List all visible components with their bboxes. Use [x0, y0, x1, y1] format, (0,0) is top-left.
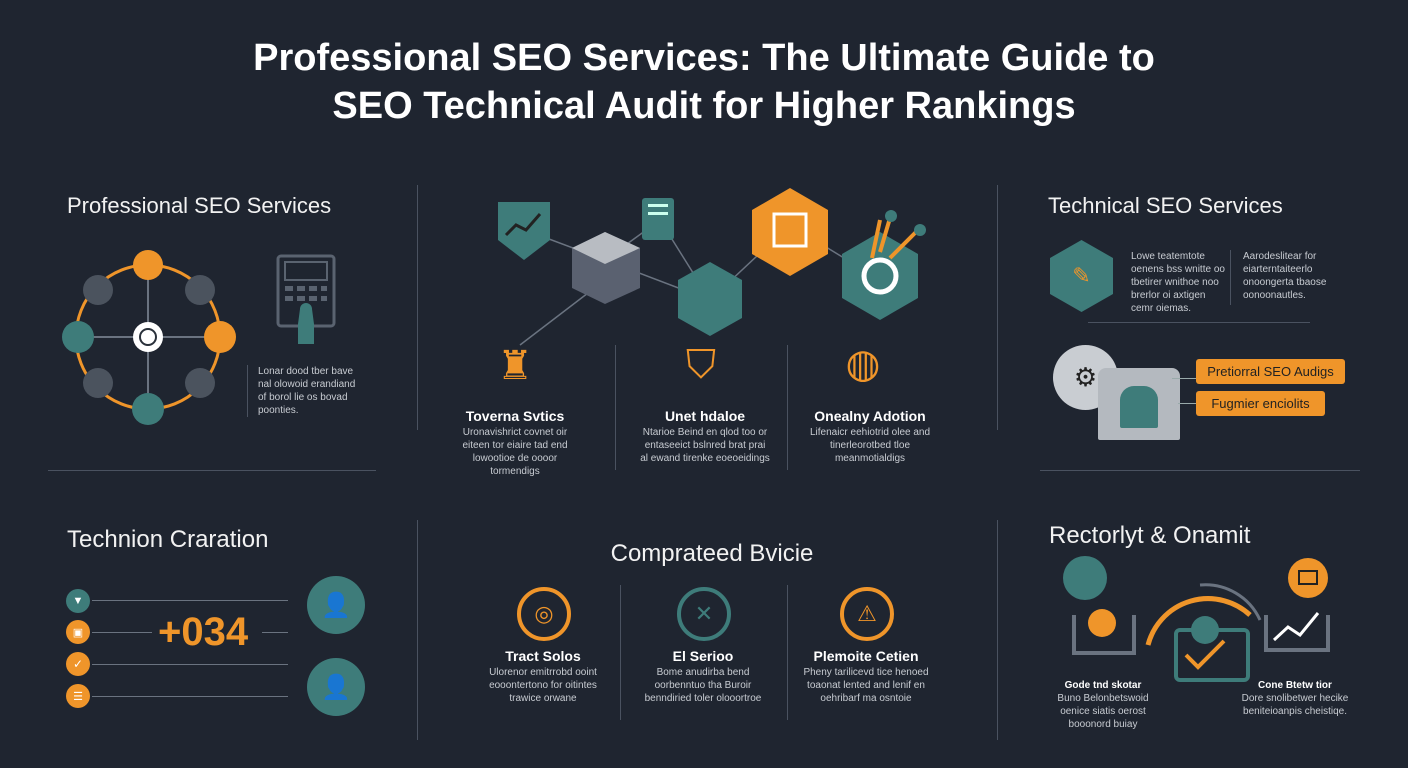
shield-icon: ⛉ — [686, 343, 716, 387]
list-icon: ☰ — [66, 684, 90, 708]
divider — [787, 585, 788, 720]
column-title: Toverna Svtics — [465, 408, 565, 424]
section-heading: Rectorlyt & Onamit — [1049, 522, 1251, 549]
globe-icon: ◍ — [845, 342, 881, 386]
column-text: Lifenaicr eehiotrid olee and tinerleorot… — [809, 427, 931, 464]
title-line-1: Professional SEO Services: The Ultimate … — [253, 37, 1155, 79]
divider — [417, 520, 418, 740]
target-icon: ◎ — [517, 587, 571, 641]
step-text: Dore snolibetwer hecike beniteioanpis ch… — [1241, 693, 1349, 717]
title-line-2: SEO Technical Audit for Higher Rankings — [332, 85, 1076, 127]
column-text: Bome anudirba bend oorbenntuo tha Buroir… — [644, 667, 762, 704]
divider — [615, 345, 616, 470]
stat-value: +034 — [158, 610, 249, 654]
divider — [417, 185, 418, 430]
calculator-icon — [276, 254, 336, 344]
service-ring-diagram — [62, 250, 236, 425]
user-icon: 👤 — [307, 576, 365, 634]
divider — [48, 470, 376, 471]
column-title: El Serioo — [672, 648, 734, 664]
device-icon — [1098, 368, 1180, 440]
divider — [1088, 322, 1310, 323]
workflow-diagram — [1063, 556, 1330, 682]
tag-label: Fugmier enciolits — [1196, 391, 1325, 416]
divider — [1230, 250, 1231, 305]
step-text: Buno Belonbetswoid oenice siatis oerost … — [1057, 693, 1149, 730]
section-heading: Professional SEO Services — [67, 193, 332, 218]
divider — [1040, 470, 1360, 471]
check-icon: ✓ — [66, 652, 90, 676]
divider — [787, 345, 788, 470]
step-title: Cone Btetw tior — [1258, 680, 1332, 691]
note-bar — [247, 365, 248, 417]
info-text: Lowe teatemtote oenens bss wnitte oo tbe… — [1131, 251, 1225, 314]
column-text: Pheny tarilicevd tice henoed toaonat len… — [803, 667, 929, 704]
chart-icon: ⚠ — [840, 587, 894, 641]
section-heading: Technical SEO Services — [1048, 193, 1283, 218]
info-text: Aarodeslitear for eiarterntaiteerlo onoo… — [1243, 251, 1327, 301]
user-icon: 👤 — [307, 658, 365, 716]
column-text: Ntarioe Beind en qlod too or entaseeict … — [640, 427, 770, 464]
tag-label: Pretiorral SEO Audigs — [1196, 359, 1345, 384]
column-text: Ulorenor emitrrobd ooint eooontertono fo… — [489, 667, 597, 704]
step-title: Gode tnd skotar — [1064, 680, 1142, 691]
divider — [997, 185, 998, 430]
connection-diagram — [498, 188, 926, 346]
note-text: Lonar dood tber bave nal olowoid erandia… — [258, 366, 356, 416]
audit-tool-icon: ✎ — [1050, 240, 1113, 312]
section-heading: Comprateed Bvicie — [610, 540, 814, 567]
robot-icon: ♜ — [497, 344, 533, 388]
column-text: Uronavishrict covnet oir eiteen tor eiai… — [462, 427, 568, 477]
column-title: Onealny Adotion — [814, 408, 926, 424]
column-title: Tract Solos — [505, 648, 581, 664]
divider — [620, 585, 621, 720]
divider — [997, 520, 998, 740]
image-icon: ▣ — [66, 620, 90, 644]
column-title: Unet hdaloe — [664, 408, 746, 424]
check-icon: ▼ — [66, 589, 90, 613]
section-heading: Technion Craration — [67, 526, 269, 553]
column-title: Plemoite Cetien — [813, 648, 919, 664]
user-settings-icon: ✕ — [677, 587, 731, 641]
